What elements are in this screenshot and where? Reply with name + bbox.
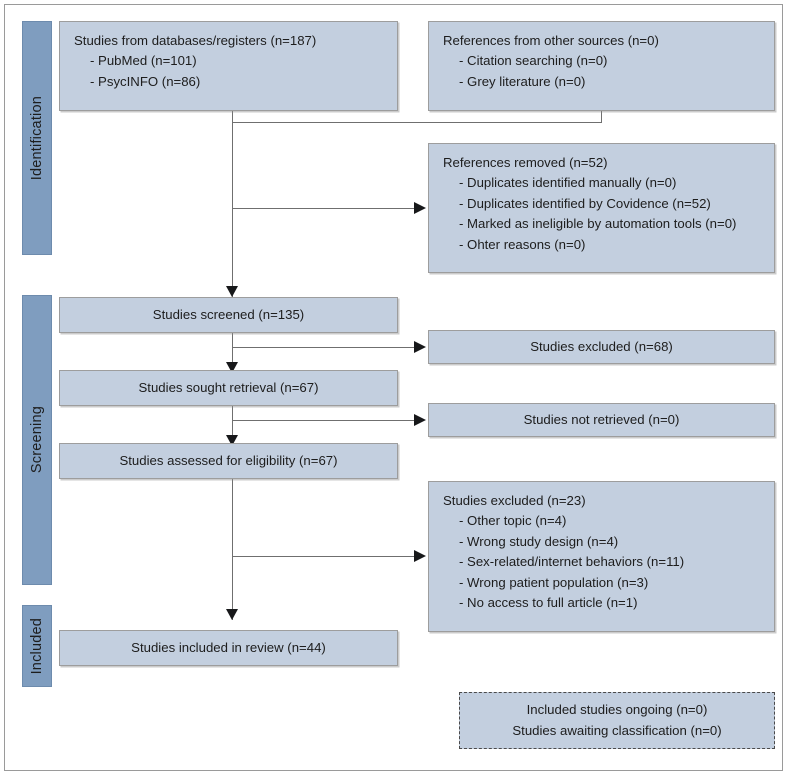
box-studies-not-retrieved: Studies not retrieved (n=0) (428, 403, 775, 437)
connector-to-references-removed (232, 208, 415, 209)
box-studies-awaiting-classification-line: Studies awaiting classification (n=0) (512, 722, 722, 738)
arrowhead-to-references-removed (414, 202, 426, 214)
box-references-from-other-sources-item-1: - Grey literature (n=0) (459, 73, 586, 89)
stage-label-included: Included (29, 617, 45, 675)
box-studies-sought-retrieval: Studies sought retrieval (n=67) (59, 370, 398, 406)
box-studies-from-databases-item-1: - PsycINFO (n=86) (90, 73, 201, 89)
arrowhead-to-studies-assessed-eligibility (225, 435, 238, 446)
stage-bar-identification: Identification (22, 21, 52, 255)
box-included-studies-ongoing-line: Included studies ongoing (n=0) (526, 702, 708, 718)
box-references-removed-item-3: - Ohter reasons (n=0) (459, 236, 586, 252)
box-studies-excluded-eligibility-item-0: - Other topic (n=4) (459, 513, 567, 529)
arrowhead-to-studies-excluded-screening (414, 341, 426, 353)
arrowhead-to-studies-sought-retrieval (225, 362, 238, 373)
stage-bar-included: Included (22, 605, 52, 687)
box-studies-not-retrieved-title: Studies not retrieved (n=0) (523, 411, 680, 427)
arrowhead-to-studies-included-review (225, 609, 238, 620)
box-studies-included-review: Studies included in review (n=44) (59, 630, 398, 666)
box-references-from-other-sources-item-0: - Citation searching (n=0) (459, 53, 608, 69)
box-studies-excluded-screening: Studies excluded (n=68) (428, 330, 775, 364)
box-studies-excluded-eligibility-item-3: - Wrong patient population (n=3) (459, 574, 649, 590)
connector-to-studies-excluded-eligibility (232, 556, 415, 557)
arrowhead-to-studies-screened (225, 286, 238, 297)
connector-trunk-assessed (232, 479, 233, 620)
stage-bar-screening: Screening (22, 295, 52, 585)
box-references-removed-item-1: - Duplicates identified by Covidence (n=… (459, 195, 711, 211)
box-references-removed-item-0: - Duplicates identified manually (n=0) (459, 175, 677, 191)
box-references-removed-title: References removed (n=52) (443, 155, 608, 170)
box-studies-excluded-eligibility-item-4: - No access to full article (n=1) (459, 595, 638, 611)
box-studies-excluded-eligibility-title: Studies excluded (n=23) (443, 493, 586, 508)
box-references-from-other-sources-title: References from other sources (n=0) (443, 33, 659, 48)
connector-to-studies-not-retrieved (232, 420, 415, 421)
box-references-removed: References removed (n=52) - Duplicates i… (428, 143, 775, 273)
connector-trunk-sought-retrieval (232, 406, 233, 447)
connector-other-sources-down (601, 111, 602, 122)
stage-label-identification: Identification (29, 95, 45, 181)
box-studies-from-databases-item-0: - PubMed (n=101) (90, 53, 197, 69)
box-studies-excluded-eligibility: Studies excluded (n=23) - Other topic (n… (428, 481, 775, 632)
connector-trunk-screened (232, 333, 233, 374)
box-studies-from-databases: Studies from databases/registers (n=187)… (59, 21, 398, 111)
box-studies-excluded-eligibility-item-1: - Wrong study design (n=4) (459, 533, 619, 549)
connector-databases-down (232, 111, 233, 122)
box-studies-sought-retrieval-title: Studies sought retrieval (n=67) (138, 379, 319, 395)
box-references-removed-item-2: - Marked as ineligible by automation too… (459, 216, 737, 232)
connector-trunk-identification (232, 122, 233, 298)
box-studies-included-review-title: Studies included in review (n=44) (131, 639, 326, 655)
box-studies-assessed-eligibility: Studies assessed for eligibility (n=67) (59, 443, 398, 479)
box-studies-excluded-screening-title: Studies excluded (n=68) (530, 338, 673, 354)
box-studies-excluded-eligibility-item-2: - Sex-related/internet behaviors (n=11) (459, 554, 685, 570)
box-studies-from-databases-title: Studies from databases/registers (n=187) (74, 33, 317, 48)
arrowhead-to-studies-not-retrieved (414, 414, 426, 426)
box-ongoing-and-awaiting: Included studies ongoing (n=0) Studies a… (459, 692, 775, 749)
box-studies-screened: Studies screened (n=135) (59, 297, 398, 333)
box-studies-assessed-eligibility-title: Studies assessed for eligibility (n=67) (119, 452, 338, 468)
box-studies-screened-title: Studies screened (n=135) (152, 306, 305, 322)
box-references-from-other-sources: References from other sources (n=0) - Ci… (428, 21, 775, 111)
stage-label-screening: Screening (29, 406, 45, 474)
connector-identification-junction (232, 122, 602, 123)
arrowhead-to-studies-excluded-eligibility (414, 550, 426, 562)
connector-to-studies-excluded-screening (232, 347, 415, 348)
